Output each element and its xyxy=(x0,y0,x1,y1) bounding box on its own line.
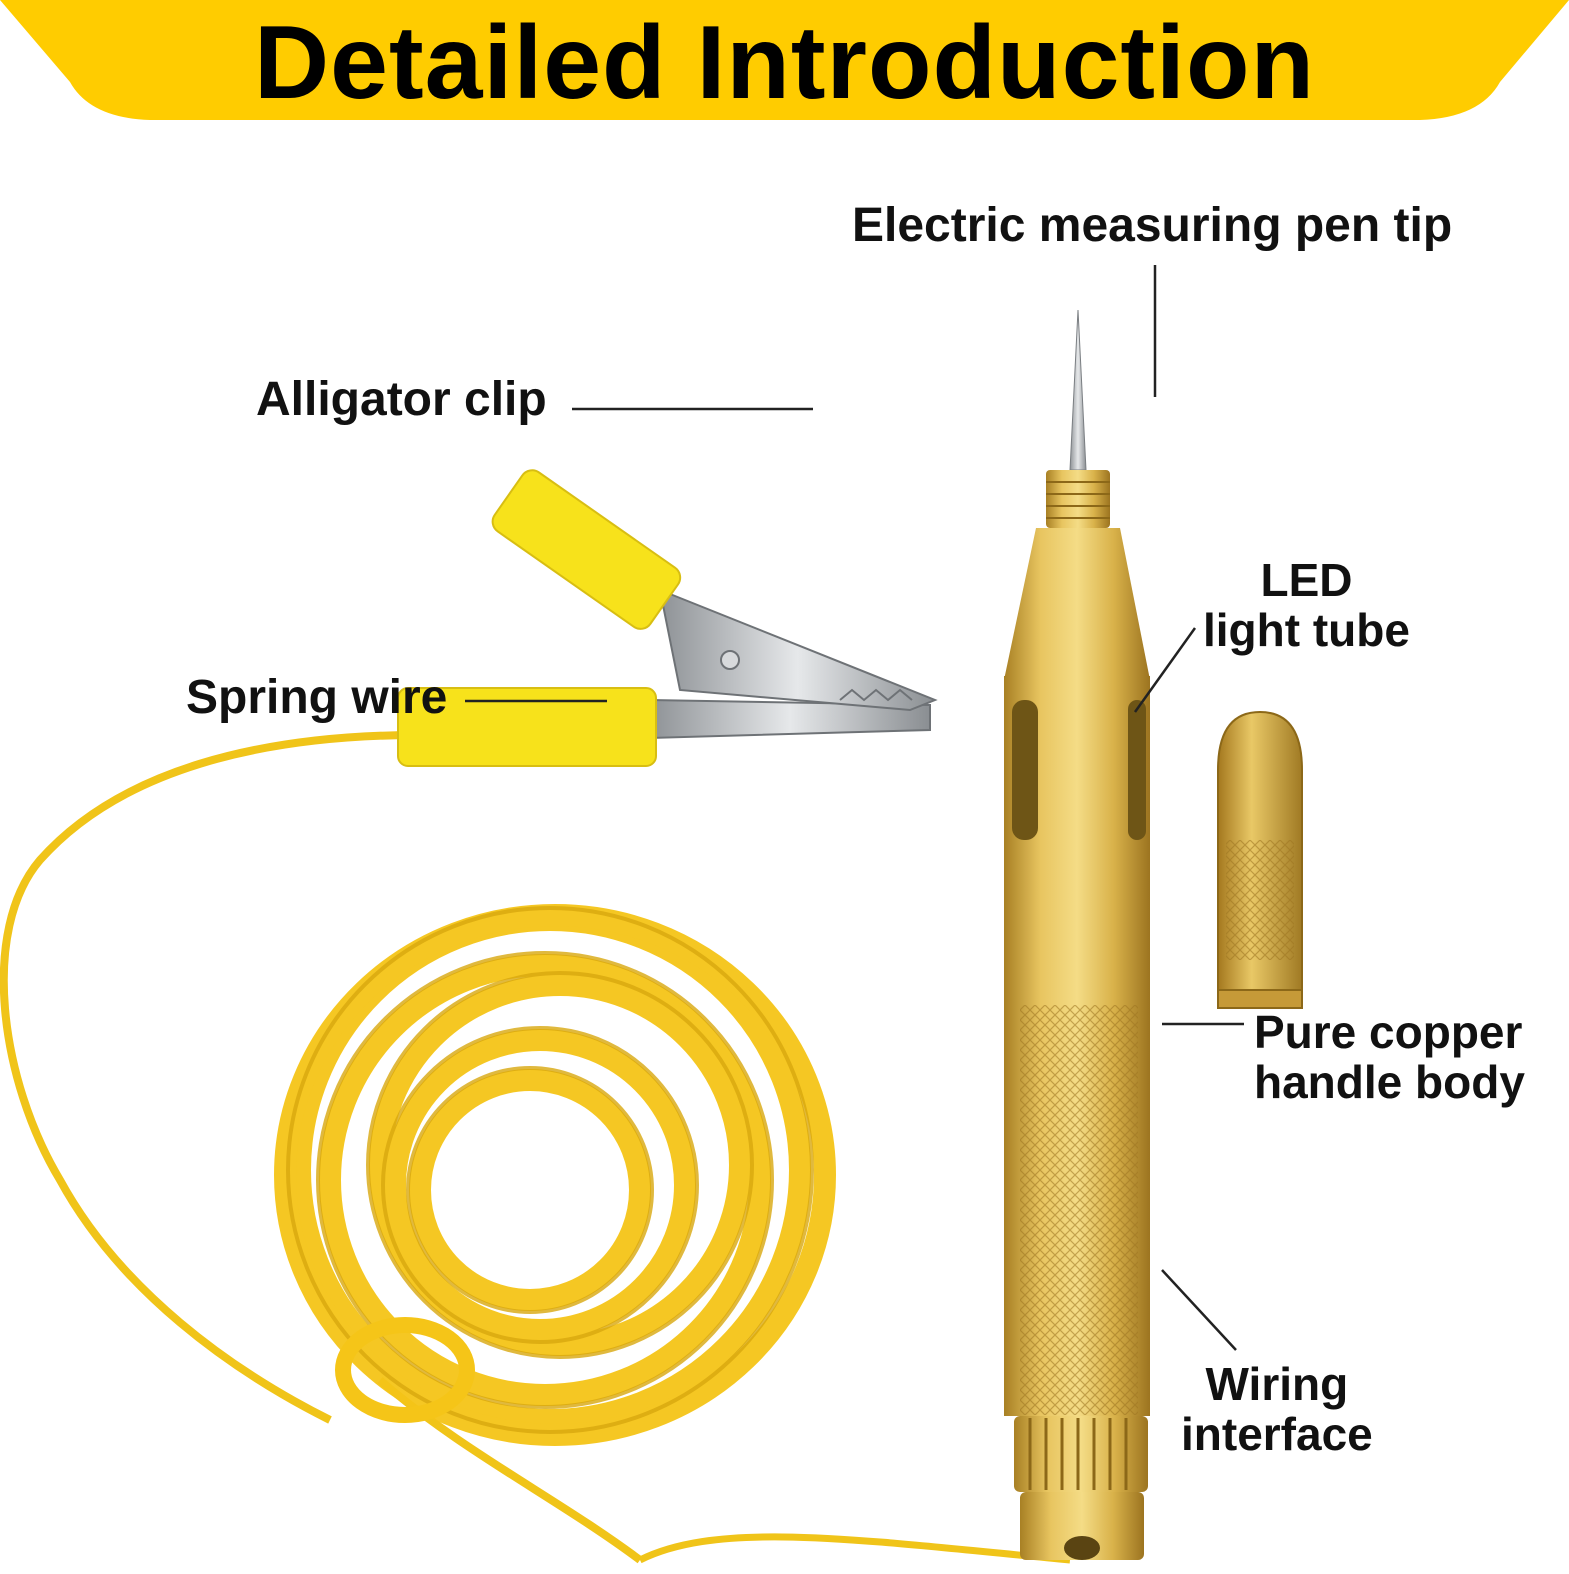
page-title: Detailed Introduction xyxy=(254,5,1315,121)
label-copper-handle: Pure copper handle body xyxy=(1254,1006,1525,1108)
label-wiring-line2: interface xyxy=(1181,1407,1373,1460)
label-alligator-clip: Alligator clip xyxy=(256,373,547,426)
label-led-line1: LED xyxy=(1260,554,1353,606)
label-wiring-interface: Wiring interface xyxy=(1181,1358,1373,1460)
label-copper-line1: Pure copper xyxy=(1254,1006,1523,1058)
label-led-line2: light tube xyxy=(1203,603,1410,656)
label-pen-tip: Electric measuring pen tip xyxy=(852,199,1453,252)
test-pen xyxy=(1004,309,1150,1560)
pen-cap xyxy=(1217,710,1303,1009)
title-banner xyxy=(0,0,1569,120)
label-spring-wire: Spring wire xyxy=(186,671,448,724)
label-led-light-tube: LED light tube xyxy=(1203,554,1410,656)
leader-lines xyxy=(465,265,1244,1351)
label-copper-line2: handle body xyxy=(1254,1055,1525,1108)
label-wiring-line1: Wiring xyxy=(1205,1358,1349,1410)
spring-wire-cable xyxy=(0,731,1071,1564)
alligator-clip xyxy=(397,469,938,767)
